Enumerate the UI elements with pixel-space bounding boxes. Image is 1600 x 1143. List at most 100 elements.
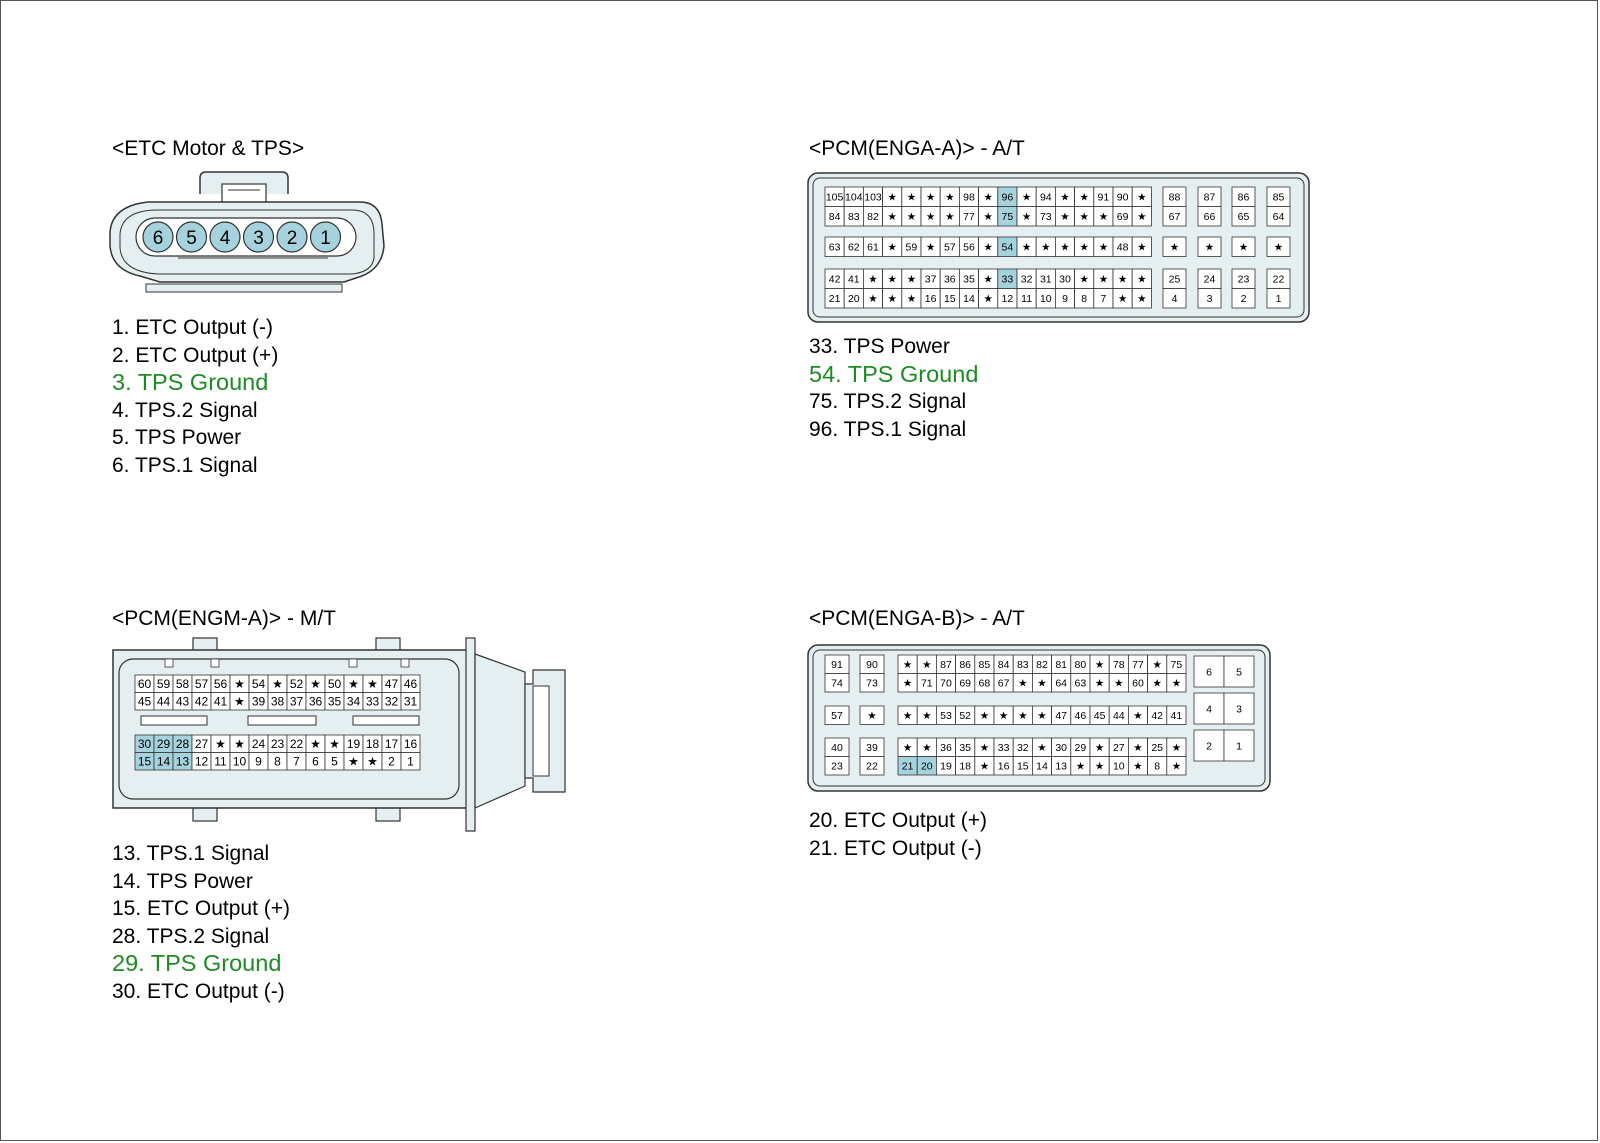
pin-label: 64	[1273, 211, 1285, 223]
pin-label: 4	[1172, 293, 1178, 305]
pin-label: 32	[1017, 742, 1029, 754]
pin-label: 65	[1238, 211, 1250, 223]
pin-cell	[1166, 673, 1187, 693]
pin-label: ★	[903, 678, 913, 690]
pin-label: 32	[1021, 274, 1033, 286]
pin-label: ★	[999, 710, 1009, 722]
pin-label: 44	[1113, 710, 1125, 722]
pin-cell	[1162, 288, 1187, 309]
pin-label: 43	[176, 695, 190, 709]
pin-label: 63	[1075, 678, 1087, 690]
pin-label: 14	[157, 755, 171, 769]
pin-label: ★	[1152, 678, 1162, 690]
pin-label: ★	[945, 211, 955, 223]
pin-label: ★	[1018, 710, 1028, 722]
pin-label: 88	[1169, 192, 1181, 204]
pin-label: 90	[866, 659, 878, 671]
shell-inner-line	[812, 649, 1266, 787]
pin-label: ★	[1172, 678, 1182, 690]
pin-label: 36	[940, 742, 952, 754]
pin-label: 1	[1276, 293, 1282, 305]
pin-label: 60	[138, 677, 152, 691]
pin-label: 22	[290, 737, 304, 751]
pin-cell	[824, 756, 850, 776]
pin-label: 52	[959, 710, 971, 722]
pin-label: 14	[1036, 761, 1048, 773]
pin-label: 57	[944, 242, 956, 254]
rail-notch	[164, 658, 174, 668]
pin-label: 83	[1017, 659, 1029, 671]
pin-label: 67	[1169, 211, 1181, 223]
pin-label: 32	[385, 695, 399, 709]
pin-cell	[1266, 206, 1291, 227]
pin-label: 52	[290, 677, 304, 691]
pin-label: 74	[831, 678, 843, 690]
pin-label: 9	[255, 755, 262, 769]
pin-label: 33	[366, 695, 380, 709]
pin-label: ★	[1095, 742, 1105, 754]
pin-label: 25	[1151, 742, 1163, 754]
pin-label: 83	[848, 211, 860, 223]
pin-label: ★	[1137, 274, 1147, 286]
pin-label: 10	[233, 755, 247, 769]
pin-label: 27	[1113, 742, 1125, 754]
pin-label: ★	[1037, 710, 1047, 722]
pin-label: 45	[1094, 710, 1106, 722]
engm-a-connector-title: <PCM(ENGM-A)> - M/T	[112, 607, 336, 630]
pin-label: 69	[959, 678, 971, 690]
pin-label: ★	[926, 192, 936, 204]
pin-label: 54	[252, 677, 266, 691]
pin-label: ★	[1095, 678, 1105, 690]
pin-label: 21	[902, 761, 914, 773]
bottom-rail	[145, 283, 343, 293]
pin-label: 84	[998, 659, 1010, 671]
pin-label: ★	[1079, 242, 1089, 254]
pin-label: 7	[293, 755, 300, 769]
pin-label: ★	[868, 274, 878, 286]
pin-label: 68	[979, 678, 991, 690]
pin-label: ★	[215, 737, 226, 751]
pin-label: 16	[404, 737, 418, 751]
pin-label: 84	[829, 211, 841, 223]
pin-label: ★	[1172, 761, 1182, 773]
pin-label: 96	[1002, 192, 1014, 204]
pin-label: ★	[945, 192, 955, 204]
pin-label: 53	[940, 710, 952, 722]
pin-label: ★	[868, 293, 878, 305]
rail-notch	[210, 658, 220, 668]
pin-label: ★	[887, 274, 897, 286]
pin-label: 21	[829, 293, 841, 305]
pin-cell	[859, 705, 885, 725]
pin-label: ★	[887, 293, 897, 305]
pin-label: 3	[253, 228, 264, 249]
pin-circle	[142, 221, 174, 253]
pin-label: 2	[287, 228, 298, 249]
pin-label: 75	[1171, 659, 1183, 671]
pin-label: 91	[831, 659, 843, 671]
pin-label: 39	[252, 695, 266, 709]
pin-cell	[1197, 236, 1222, 257]
pin-label: 75	[1002, 211, 1014, 223]
pin-label: 9	[1062, 293, 1068, 305]
pin-label: 1	[1236, 740, 1242, 752]
pin-label: 35	[963, 274, 975, 286]
pin-label: 105	[826, 192, 844, 204]
pin-label: 7	[1100, 293, 1106, 305]
pin-label: ★	[887, 211, 897, 223]
pin-cell	[1166, 756, 1187, 776]
pin-description: 30. ETC Output (-)	[112, 979, 285, 1003]
pin-label: 2	[1241, 293, 1247, 305]
pin-label: ★	[1095, 761, 1105, 773]
pin-cell	[1223, 692, 1255, 725]
pin-circle	[175, 221, 208, 253]
enga-b-connector-title: <PCM(ENGA-B)> - A/T	[809, 607, 1025, 630]
pin-label: 54	[1002, 242, 1014, 254]
pin-label: 98	[963, 192, 975, 204]
pin-label: 56	[963, 242, 975, 254]
pin-description: 2. ETC Output (+)	[112, 343, 279, 367]
pin-label: ★	[1152, 659, 1162, 671]
pin-label: 28	[176, 737, 190, 751]
pin-label: 24	[252, 737, 266, 751]
pin-label: 90	[1117, 192, 1129, 204]
